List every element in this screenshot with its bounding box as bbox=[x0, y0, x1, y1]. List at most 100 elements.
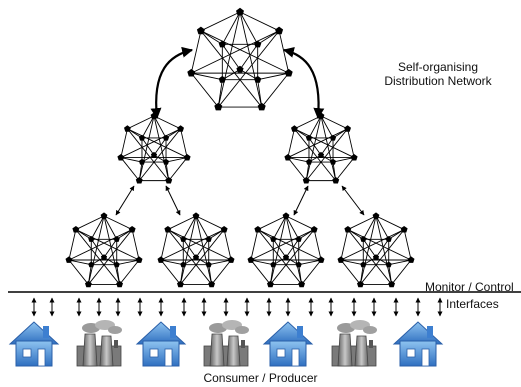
network-edge bbox=[375, 215, 390, 240]
network-node bbox=[291, 125, 298, 132]
network-node bbox=[270, 261, 277, 268]
network-edge bbox=[211, 259, 232, 285]
network-edge bbox=[320, 137, 334, 156]
network-edge bbox=[116, 259, 140, 266]
network-edge bbox=[250, 259, 274, 266]
network-edge bbox=[88, 229, 133, 285]
network-edge bbox=[191, 72, 223, 81]
network-edge bbox=[388, 229, 405, 240]
factory-icon bbox=[331, 320, 377, 367]
network-edge bbox=[208, 259, 232, 266]
network-edge bbox=[257, 215, 287, 230]
network-node bbox=[305, 134, 313, 141]
network-label-line2: Distribution Network bbox=[384, 74, 492, 88]
network-edge bbox=[347, 229, 412, 261]
network-node bbox=[284, 154, 292, 161]
house-icon bbox=[8, 321, 60, 367]
network-edge bbox=[167, 215, 197, 230]
network-edge bbox=[287, 128, 295, 158]
network-edge bbox=[335, 157, 355, 181]
network-edge bbox=[360, 229, 405, 285]
network-edge bbox=[287, 157, 310, 163]
network-edge bbox=[103, 215, 133, 230]
network-edge bbox=[270, 229, 315, 285]
network-node bbox=[360, 236, 367, 242]
network-edge bbox=[138, 128, 181, 181]
network-edge bbox=[285, 215, 315, 230]
network-node bbox=[275, 26, 284, 35]
network-edge bbox=[160, 259, 184, 266]
network-node bbox=[135, 256, 143, 263]
cluster-mid-left bbox=[117, 112, 191, 184]
network-edge bbox=[75, 229, 140, 261]
network-node bbox=[117, 154, 125, 161]
uplink-arrow-right bbox=[282, 46, 325, 120]
interfaces-label: Interfaces bbox=[446, 297, 499, 311]
network-node bbox=[135, 177, 143, 184]
network-node bbox=[329, 134, 337, 141]
network-node bbox=[162, 158, 170, 165]
network-edge bbox=[180, 229, 225, 285]
network-node bbox=[124, 125, 131, 132]
network-edge bbox=[362, 239, 377, 258]
network-edge bbox=[287, 128, 348, 158]
network-node bbox=[350, 154, 358, 161]
network-edge bbox=[153, 115, 170, 181]
network-edge bbox=[340, 259, 361, 285]
network-node bbox=[208, 280, 215, 288]
cluster-bottom-1 bbox=[65, 212, 143, 288]
network-edge bbox=[103, 215, 118, 240]
network-edge bbox=[217, 30, 280, 108]
network-edge bbox=[298, 229, 315, 240]
cluster-link-arrow bbox=[341, 185, 365, 216]
network-edge bbox=[120, 128, 181, 158]
network-node bbox=[254, 226, 262, 233]
network-edge bbox=[301, 259, 322, 285]
network-edge bbox=[75, 229, 120, 285]
network-node bbox=[196, 26, 205, 35]
network-node bbox=[407, 256, 415, 263]
network-edge bbox=[313, 229, 322, 261]
network-edge bbox=[200, 30, 263, 108]
network-node bbox=[183, 154, 191, 161]
network-node bbox=[138, 158, 146, 165]
network-edge bbox=[305, 115, 322, 181]
network-node bbox=[317, 151, 325, 158]
network-edge bbox=[375, 215, 393, 285]
network-node bbox=[360, 261, 367, 268]
network-node bbox=[329, 158, 337, 165]
network-edge bbox=[127, 115, 155, 130]
network-edge bbox=[182, 239, 197, 258]
network-edge bbox=[272, 215, 287, 240]
network-edge bbox=[160, 259, 181, 285]
network-edge bbox=[127, 128, 188, 158]
cluster-bottom-4 bbox=[337, 212, 415, 288]
network-edge bbox=[239, 11, 259, 45]
network-node bbox=[165, 177, 173, 184]
network-node bbox=[282, 254, 290, 260]
network-edge bbox=[120, 128, 128, 158]
network-node bbox=[187, 68, 196, 77]
network-node bbox=[113, 261, 120, 268]
network-edge bbox=[195, 215, 210, 240]
network-edge bbox=[285, 239, 300, 258]
network-edge bbox=[90, 215, 105, 240]
network-node bbox=[218, 40, 226, 48]
network-edge bbox=[68, 259, 89, 285]
network-edge bbox=[138, 115, 155, 181]
network-node bbox=[72, 226, 80, 233]
network-edge bbox=[347, 128, 355, 158]
network-node bbox=[332, 177, 340, 184]
network-edge bbox=[168, 157, 188, 181]
network-edge bbox=[285, 215, 303, 285]
network-edge bbox=[347, 215, 377, 230]
network-edge bbox=[320, 115, 337, 181]
network-edge bbox=[298, 259, 322, 266]
house-icon bbox=[262, 321, 314, 367]
network-node bbox=[236, 65, 244, 73]
network-node bbox=[177, 125, 184, 132]
network-edge bbox=[269, 215, 287, 285]
network-node bbox=[157, 256, 165, 263]
network-node bbox=[270, 236, 277, 242]
network-edge bbox=[285, 215, 300, 240]
